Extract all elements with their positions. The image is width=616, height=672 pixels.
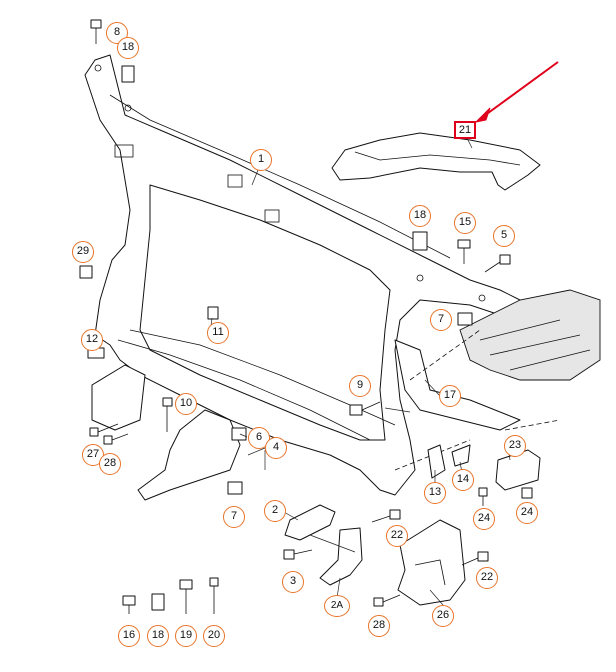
callout-22[interactable]: 22 (386, 525, 408, 547)
callout-22[interactable]: 22 (476, 567, 498, 589)
screw-28a (103, 433, 129, 445)
mount-4 (137, 409, 241, 501)
right-side-brackets (394, 289, 601, 471)
callout-21-highlighted[interactable]: 21 (454, 121, 476, 139)
callout-2a[interactable]: 2A (324, 595, 350, 617)
callout-7[interactable]: 7 (430, 309, 452, 331)
bracket-26 (397, 519, 466, 606)
screw-16 (122, 595, 136, 614)
screw-15 (457, 239, 471, 264)
callout-20[interactable]: 20 (203, 625, 225, 647)
callout-7[interactable]: 7 (223, 506, 245, 528)
small-parts-right (427, 444, 541, 491)
nut-7b (227, 481, 243, 495)
callout-18[interactable]: 18 (409, 205, 431, 227)
clip-6 (231, 427, 247, 441)
screw-19 (179, 579, 193, 614)
screw-3 (283, 549, 313, 560)
screw-5 (484, 254, 511, 273)
callout-5[interactable]: 5 (493, 225, 515, 247)
air-guide-part-21 (331, 132, 541, 191)
callout-29[interactable]: 29 (72, 241, 94, 263)
front-carrier-frame (84, 54, 521, 496)
callout-28[interactable]: 28 (99, 453, 121, 475)
clip-11 (207, 306, 219, 320)
callout-12[interactable]: 12 (81, 329, 103, 351)
left-bracket-27 (91, 364, 146, 431)
callout-1[interactable]: 1 (250, 149, 272, 171)
nut-18c (151, 593, 165, 611)
fasteners (79, 19, 533, 614)
callout-4[interactable]: 4 (265, 437, 287, 459)
highlight-arrow (474, 61, 559, 123)
callout-15[interactable]: 15 (454, 212, 476, 234)
callout-2[interactable]: 2 (264, 500, 286, 522)
nut-24b (521, 487, 533, 499)
screw-27 (89, 423, 119, 437)
nut-18a (121, 65, 135, 83)
screw-10 (162, 397, 173, 432)
callout-17[interactable]: 17 (439, 385, 461, 407)
screw-9 (349, 401, 381, 416)
callout-9[interactable]: 9 (349, 375, 371, 397)
callout-13[interactable]: 13 (424, 482, 446, 504)
callout-11[interactable]: 11 (207, 322, 229, 344)
lock-bracket-2a (284, 504, 363, 586)
callout-3[interactable]: 3 (282, 571, 304, 593)
screw-28b (373, 594, 401, 607)
callout-24[interactable]: 24 (473, 508, 495, 530)
screw-8 (90, 19, 102, 44)
clip-7a (457, 312, 473, 326)
screw-22a (371, 509, 401, 523)
callout-26[interactable]: 26 (432, 605, 454, 627)
plug-29 (79, 265, 93, 279)
screw-22b (461, 551, 489, 566)
callout-16[interactable]: 16 (118, 625, 140, 647)
callout-23[interactable]: 23 (504, 435, 526, 457)
callout-18[interactable]: 18 (147, 625, 169, 647)
callout-10[interactable]: 10 (175, 393, 197, 415)
rivet-20 (209, 577, 219, 614)
callout-14[interactable]: 14 (452, 469, 474, 491)
bolt-24a (478, 487, 488, 506)
callout-19[interactable]: 19 (175, 625, 197, 647)
callout-28[interactable]: 28 (368, 615, 390, 637)
callout-18[interactable]: 18 (117, 37, 139, 59)
nut-18b (412, 231, 428, 251)
callout-24[interactable]: 24 (516, 502, 538, 524)
